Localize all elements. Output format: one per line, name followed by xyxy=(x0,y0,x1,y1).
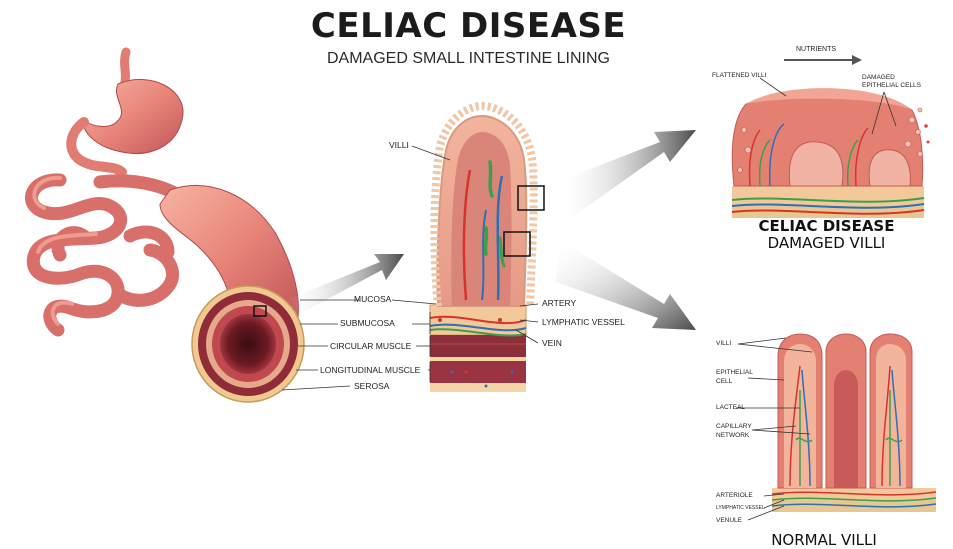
zoom-arrow-to-villus xyxy=(286,254,404,318)
label-damaged-epithelial-cells: DAMAGED EPITHELIAL CELLS xyxy=(862,74,922,90)
label-mucosa: MUCOSA xyxy=(354,294,391,304)
label-capillary-network: CAPILLARY NETWORK xyxy=(716,422,756,440)
label-flattened-villi: FLATTENED VILLI xyxy=(712,72,766,79)
label-submucosa: SUBMUCOSA xyxy=(340,318,395,328)
label-epithelial-cell: EPITHELIAL CELL xyxy=(716,368,754,386)
label-venule: VENULE xyxy=(716,517,742,524)
label-arteriole: ARTERIOLE xyxy=(716,492,753,499)
label-vein: VEIN xyxy=(542,338,562,348)
label-lacteal: LACTEAL xyxy=(716,404,745,411)
label-serosa: SEROSA xyxy=(354,381,389,391)
damaged-caption-subtitle: DAMAGED VILLI xyxy=(708,234,945,252)
stomach xyxy=(82,79,183,153)
label-circular-muscle: CIRCULAR MUSCLE xyxy=(330,341,411,351)
label-villi: VILLI xyxy=(389,140,409,150)
label-lymphatic-vessel: LYMPHATIC VESSEL xyxy=(542,317,625,327)
normal-villi-illustration xyxy=(736,334,936,520)
label-longitudinal-muscle: LONGITUDINAL MUSCLE xyxy=(320,365,420,375)
normal-caption: NORMAL VILLI xyxy=(705,531,943,549)
villus-cross-section xyxy=(430,106,544,392)
label-artery: ARTERY xyxy=(542,298,576,308)
label-normal-lymphatic-vessel: LYMPHATIC VESSEL xyxy=(716,505,765,511)
damaged-caption-title: CELIAC DISEASE xyxy=(708,217,945,235)
arrow-to-damaged-villi xyxy=(556,130,696,226)
label-normal-villi: VILLI xyxy=(716,340,731,347)
label-nutrients: NUTRIENTS xyxy=(796,46,836,53)
